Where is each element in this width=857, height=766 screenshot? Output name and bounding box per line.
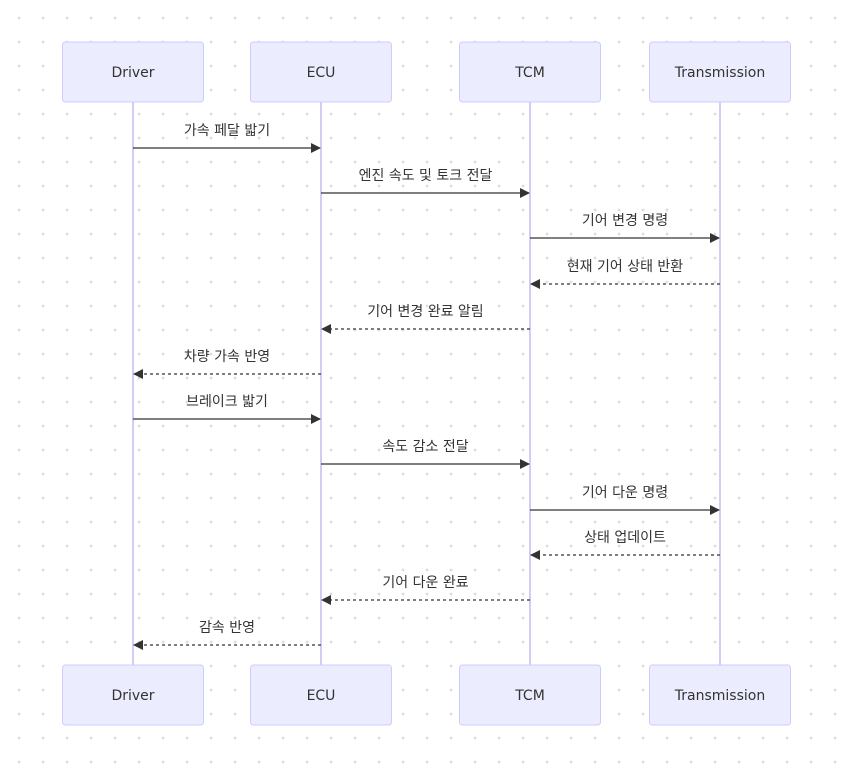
actor-label: Transmission: [674, 65, 765, 81]
message-7: 브레이크 밟기: [133, 394, 321, 424]
actor-ecu-bottom[interactable]: ECU: [250, 664, 392, 726]
message-label: 기어 다운 완료: [382, 575, 468, 591]
actor-label: ECU: [307, 688, 336, 704]
actor-box: [62, 664, 204, 726]
message-label: 기어 변경 명령: [582, 213, 668, 229]
message-11: 기어 다운 완료: [321, 575, 530, 605]
message-1: 가속 페달 밟기: [133, 123, 321, 153]
message-3: 기어 변경 명령: [530, 213, 720, 243]
actor-label: Driver: [111, 688, 154, 704]
message-label: 엔진 속도 및 토크 전달: [359, 168, 493, 184]
actor-label: TCM: [514, 688, 545, 704]
actor-box: [649, 41, 791, 103]
actor-ecu-top[interactable]: ECU: [250, 41, 392, 103]
actor-transmission-top[interactable]: Transmission: [649, 41, 791, 103]
message-6: 차량 가속 반영: [133, 349, 321, 379]
message-label: 상태 업데이트: [584, 530, 666, 546]
message-10: 상태 업데이트: [530, 530, 720, 560]
actor-label: ECU: [307, 65, 336, 81]
message-label: 브레이크 밟기: [186, 394, 268, 410]
message-12: 감속 반영: [133, 620, 321, 650]
actor-box: [649, 664, 791, 726]
message-9: 기어 다운 명령: [530, 485, 720, 515]
message-5: 기어 변경 완료 알림: [321, 304, 530, 334]
actor-box: [250, 664, 392, 726]
message-label: 감속 반영: [199, 620, 255, 636]
message-label: 현재 기어 상태 반환: [567, 259, 684, 275]
actor-label: TCM: [514, 65, 545, 81]
actor-driver-bottom[interactable]: Driver: [62, 664, 204, 726]
message-label: 기어 다운 명령: [582, 485, 668, 501]
message-label: 기어 변경 완료 알림: [367, 304, 483, 320]
message-8: 속도 감소 전달: [321, 439, 530, 469]
actor-box: [459, 664, 601, 726]
message-label: 속도 감소 전달: [382, 439, 468, 455]
actor-box: [62, 41, 204, 103]
lifelines: [132, 102, 721, 665]
actor-driver-top[interactable]: Driver: [62, 41, 204, 103]
message-4: 현재 기어 상태 반환: [530, 259, 720, 289]
actor-label: Transmission: [674, 688, 765, 704]
message-label: 가속 페달 밟기: [184, 123, 270, 139]
actor-transmission-bottom[interactable]: Transmission: [649, 664, 791, 726]
actor-box: [459, 41, 601, 103]
actor-box: [250, 41, 392, 103]
actors-top: Driver ECU TCM Transmission: [62, 41, 791, 103]
actor-tcm-bottom[interactable]: TCM: [459, 664, 601, 726]
actor-label: Driver: [111, 65, 154, 81]
actor-tcm-top[interactable]: TCM: [459, 41, 601, 103]
message-label: 차량 가속 반영: [184, 349, 270, 365]
message-2: 엔진 속도 및 토크 전달: [321, 168, 530, 198]
actors-bottom: Driver ECU TCM Transmission: [62, 664, 791, 726]
